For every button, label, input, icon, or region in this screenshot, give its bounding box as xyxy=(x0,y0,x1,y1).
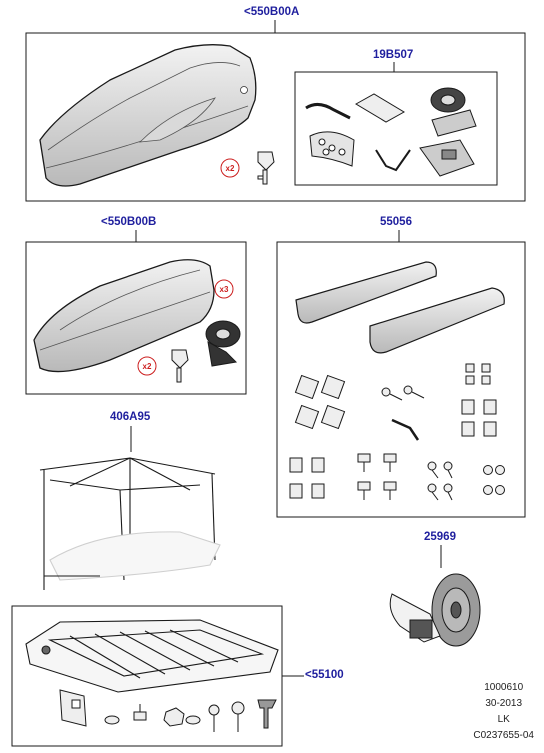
roof-box-small xyxy=(33,259,215,373)
multiplier-text: x2 xyxy=(143,362,152,371)
leader-lines xyxy=(130,20,442,677)
ski-carrier-bars xyxy=(295,261,505,354)
key-icon xyxy=(257,151,275,185)
callout-strap: 25969 xyxy=(424,531,456,543)
box-lifter xyxy=(39,457,221,590)
multiplier-badge xyxy=(137,356,157,376)
reference-number: 1000610 xyxy=(484,682,524,693)
key-icon-small-box xyxy=(171,349,189,383)
multiplier-badge xyxy=(220,158,240,178)
multiplier-text: x3 xyxy=(220,285,229,294)
callout-roof-box-large: <550B00A xyxy=(244,6,300,18)
strap-roll-icon xyxy=(205,320,241,367)
reference-initials: LK xyxy=(497,714,510,725)
callout-roof-box-small: <550B00B xyxy=(101,216,157,228)
callout-roof-tray: <55100 xyxy=(305,669,344,681)
callout-ski-carrier: 55056 xyxy=(380,216,412,228)
frame-ski-carrier xyxy=(276,241,526,518)
callout-fitting-kit: 19B507 xyxy=(373,49,414,61)
frame-fitting-kit xyxy=(294,71,498,186)
roof-tray xyxy=(25,619,279,693)
fitting-kit-parts xyxy=(305,87,477,177)
multiplier-text: x2 xyxy=(226,164,235,173)
callout-box-lifter: 406A95 xyxy=(110,411,151,423)
ski-carrier-parts xyxy=(289,363,505,501)
reference-date: 30-2013 xyxy=(485,698,523,709)
strap-ratchet xyxy=(389,573,481,647)
roof-box-large xyxy=(39,44,257,187)
reference-code: C0237655-04 xyxy=(473,730,534,741)
roof-tray-parts xyxy=(59,689,277,732)
multiplier-badge xyxy=(214,279,234,299)
reference-block: 1000610 30-2013 LK C0237655-04 xyxy=(473,680,534,744)
